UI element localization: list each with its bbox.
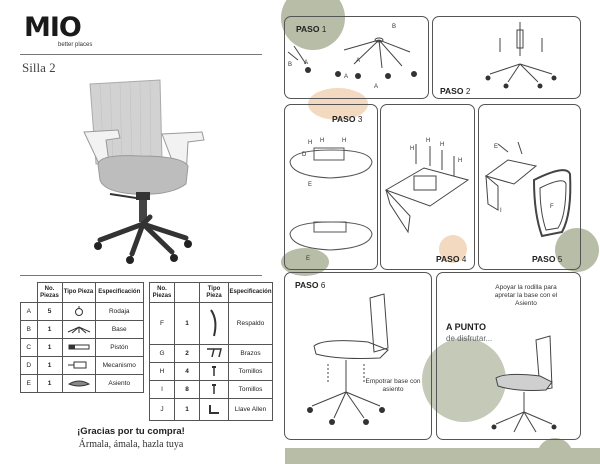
step-5-panel <box>478 104 581 270</box>
motto: Ármala, ámala, hazla tuya <box>78 439 184 450</box>
model-name: Silla 2 <box>22 60 56 75</box>
screw-icon <box>199 380 229 399</box>
col-header-spec: Especificación <box>94 282 144 303</box>
brand-tagline: better places <box>58 42 93 48</box>
svg-text:A: A <box>356 58 360 64</box>
svg-text:F: F <box>550 204 554 210</box>
step-3-title: PASO 3 <box>332 114 363 124</box>
chair-illustration <box>83 79 205 264</box>
table-row: E 1 Asiento <box>20 374 144 393</box>
armrest-icon <box>199 344 229 363</box>
seat-icon <box>61 374 96 393</box>
svg-text:A: A <box>304 60 308 66</box>
embed-note: Empotrar base con asiento <box>365 378 421 393</box>
step-4-panel <box>380 104 475 270</box>
svg-text:E: E <box>494 144 498 150</box>
screw-icon <box>199 362 229 381</box>
caster-icon <box>61 302 96 321</box>
step-5-illustration: E I F <box>484 141 572 238</box>
step-1-panel <box>284 16 429 99</box>
table-row: F 1 Respaldo <box>149 302 273 345</box>
svg-text:H: H <box>342 138 346 144</box>
col-header-type: Tipo Pieza <box>61 282 96 303</box>
step-1-title: PASO 1 <box>296 24 327 34</box>
svg-text:B: B <box>288 62 292 68</box>
step-3-panel <box>284 104 378 270</box>
svg-text:E: E <box>306 256 310 262</box>
base-icon <box>61 320 96 339</box>
step-6-title: PASO 6 <box>295 280 326 290</box>
allen-key-icon <box>199 398 229 421</box>
svg-text:H: H <box>440 142 444 148</box>
table-row: D 1 Mecanismo <box>20 356 144 375</box>
table-row: G 2 Brazos <box>149 344 273 363</box>
svg-text:I: I <box>500 208 502 214</box>
svg-text:H: H <box>320 138 324 144</box>
svg-text:B: B <box>392 24 396 30</box>
table-row: J 1 Llave Allen <box>149 398 273 421</box>
col-header-spec: Especificación <box>228 282 273 303</box>
step-4-illustration: H H H H <box>384 138 470 234</box>
ready-title: A PUNTO <box>446 322 487 332</box>
svg-text:H: H <box>458 158 462 164</box>
svg-text:H: H <box>308 140 312 146</box>
table-row: C 1 Pistón <box>20 338 144 357</box>
step-2-title: PASO 2 <box>440 86 471 96</box>
table-row: H 4 Tornillos <box>149 362 273 381</box>
final-panel <box>436 272 581 440</box>
backrest-icon <box>199 302 229 345</box>
ready-subtitle: de disfrutar... <box>446 334 493 343</box>
svg-text:A: A <box>344 74 348 80</box>
col-header-qty: No. Piezas <box>36 282 63 303</box>
svg-text:H: H <box>426 138 430 144</box>
svg-text:A: A <box>374 84 378 90</box>
table-row: I 8 Tornillos <box>149 380 273 399</box>
brand-logo: MIO <box>24 12 82 43</box>
svg-text:H: H <box>410 146 414 152</box>
final-illustration <box>491 335 557 433</box>
step-2-illustration <box>485 22 557 89</box>
piston-icon <box>61 338 96 357</box>
svg-text:E: E <box>308 182 312 188</box>
knee-note: Apoyar la rodilla para apretar la base c… <box>494 284 558 307</box>
step-1-illustration: B B A A A A <box>287 24 417 90</box>
step-5-title: PASO 5 <box>532 254 563 264</box>
table-row: A 5 Rodaja <box>20 302 144 321</box>
step-6-illustration <box>307 293 389 425</box>
table-row: B 1 Base <box>20 320 144 339</box>
col-header-type: Tipo Pieza <box>199 282 229 303</box>
step-4-title: PASO 4 <box>436 254 467 264</box>
svg-text:D: D <box>302 152 307 158</box>
table-divider <box>20 275 262 276</box>
header-divider <box>20 54 262 55</box>
thanks-message: ¡Gracias por tu compra! <box>77 426 185 437</box>
step-2-panel <box>432 16 581 99</box>
step-6-panel <box>284 272 432 440</box>
parts-table-left: No. Piezas Tipo Pieza Especificación A 5… <box>20 282 144 393</box>
mechanism-icon <box>61 356 96 375</box>
parts-table-right: No. Piezas Tipo Pieza Especificación F 1… <box>149 282 273 421</box>
col-header-qty: No. Piezas <box>149 282 175 303</box>
